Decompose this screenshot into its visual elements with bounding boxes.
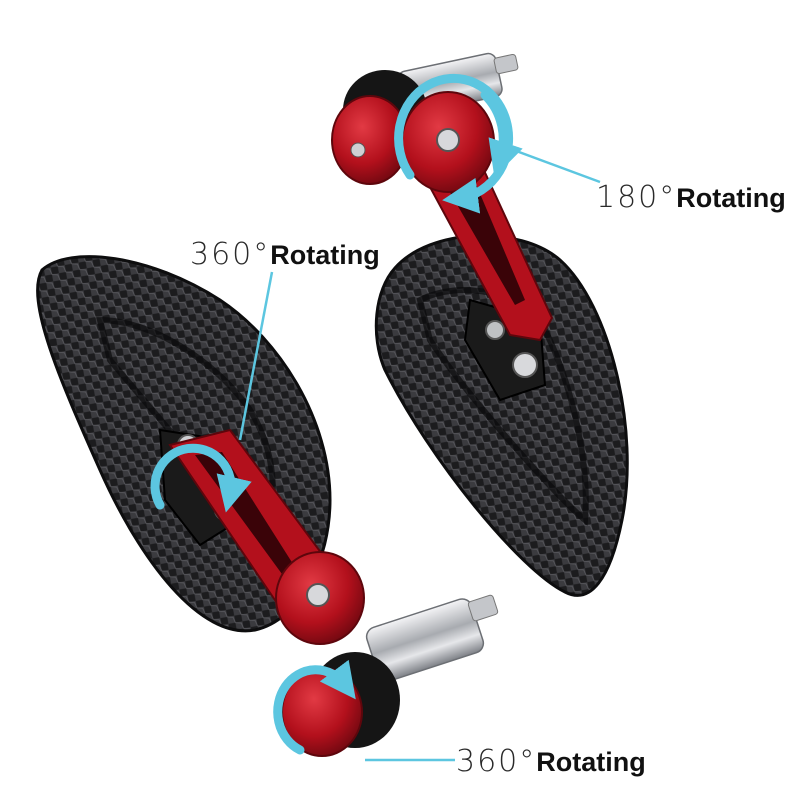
- rotation-label-360-bottom: 360°Rotating: [456, 744, 646, 779]
- rotation-label-360-middle: 360°Rotating: [190, 237, 380, 272]
- degrees-text: 360°: [456, 744, 537, 779]
- rotation-arrows: [150, 73, 523, 755]
- degrees-text: 360°: [190, 237, 271, 272]
- rotation-arrow-middle: [150, 443, 252, 513]
- leader-line-top: [499, 143, 601, 184]
- rotation-arrow-bottom: [273, 659, 356, 755]
- rotating-text: Rotating: [536, 747, 646, 777]
- leader-line-middle: [238, 271, 274, 441]
- degrees-text: 180°: [596, 180, 677, 215]
- rotating-text: Rotating: [676, 183, 786, 213]
- right-mirror: [331, 52, 629, 597]
- rotating-text: Rotating: [270, 240, 380, 270]
- rotation-arrow-top-b: [480, 90, 523, 178]
- rotation-label-180: 180°Rotating: [596, 180, 786, 215]
- leader-lines: [238, 143, 601, 762]
- right-mirror-shell: [374, 234, 629, 597]
